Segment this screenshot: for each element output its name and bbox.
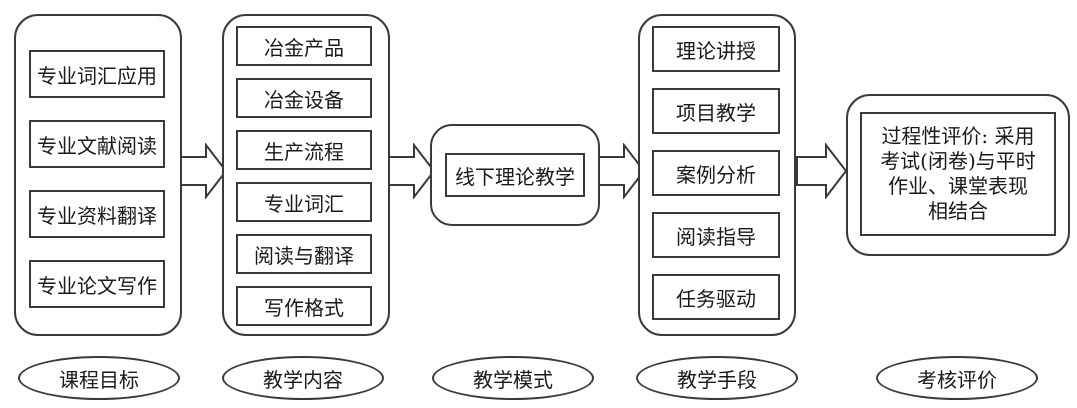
method-item: 阅读指导 — [652, 212, 780, 258]
evaluation-item: 过程性评价: 采用 考试(闭卷)与平时 作业、课堂表现 相结合 — [860, 112, 1056, 236]
mode-item: 线下理论教学 — [445, 153, 585, 197]
method-item: 案例分析 — [652, 150, 780, 196]
flow-arrow — [598, 143, 646, 199]
flow-arrow — [796, 143, 848, 199]
method-item: 项目教学 — [652, 88, 780, 134]
flow-arrow — [180, 143, 228, 199]
content-label: 教学内容 — [222, 356, 384, 400]
content-item: 冶金设备 — [236, 78, 372, 118]
flow-arrow — [388, 143, 436, 199]
content-item: 阅读与翻译 — [236, 234, 372, 274]
objectives-label: 课程目标 — [18, 356, 180, 400]
methods-label: 教学手段 — [636, 356, 798, 400]
evaluation-label: 考核评价 — [876, 356, 1038, 400]
mode-label: 教学模式 — [432, 356, 594, 400]
content-item: 写作格式 — [236, 286, 372, 326]
objective-item: 专业词汇应用 — [29, 50, 165, 98]
evaluation-line: 作业、课堂表现 — [888, 174, 1028, 198]
method-item: 任务驱动 — [652, 274, 780, 320]
objective-item: 专业文献阅读 — [29, 120, 165, 168]
evaluation-line: 相结合 — [928, 199, 988, 223]
content-item: 冶金产品 — [236, 26, 372, 66]
content-item: 专业词汇 — [236, 182, 372, 222]
objective-item: 专业资料翻译 — [29, 190, 165, 238]
content-group — [222, 14, 390, 336]
objective-item: 专业论文写作 — [29, 260, 165, 308]
content-item: 生产流程 — [236, 130, 372, 170]
evaluation-line: 过程性评价: 采用 — [881, 124, 1035, 148]
evaluation-line: 考试(闭卷)与平时 — [880, 149, 1036, 173]
method-item: 理论讲授 — [652, 26, 780, 72]
